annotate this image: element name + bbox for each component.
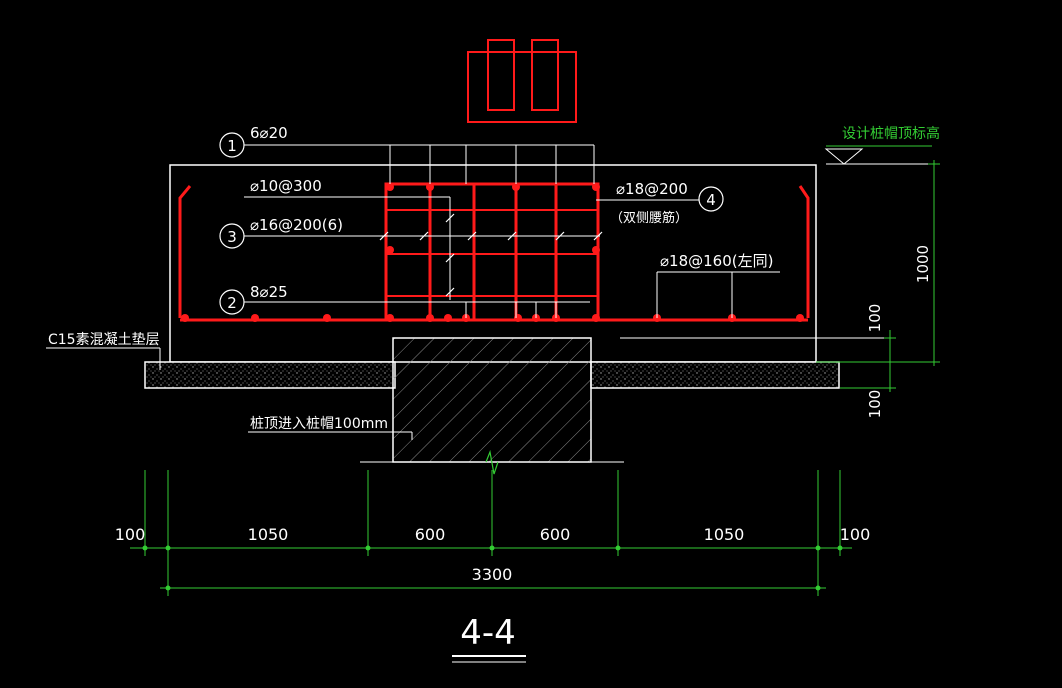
- svg-text:4: 4: [706, 191, 716, 209]
- dim-h-3: 600: [415, 525, 446, 544]
- label-bottom-mesh: ⌀18@160(左同): [660, 252, 773, 270]
- dim-h-5: 1050: [704, 525, 745, 544]
- callout-4: 4: [698, 186, 724, 212]
- callout-1: 1: [219, 132, 245, 158]
- label-bottom-bars: 8⌀25: [250, 283, 288, 301]
- label-top-elevation: 设计桩帽顶标高: [842, 125, 940, 142]
- rebar-dots: [181, 183, 804, 322]
- dim-h-4: 600: [540, 525, 571, 544]
- label-cushion: C15素混凝土垫层: [48, 332, 160, 348]
- label-top-bars: 6⌀20: [250, 124, 288, 142]
- dim-h-1: 100: [115, 525, 146, 544]
- svg-text:2: 2: [227, 294, 237, 312]
- dim-h-2: 1050: [248, 525, 289, 544]
- label-stirrup: ⌀10@300: [250, 177, 322, 195]
- label-side-bars: ⌀18@200: [616, 180, 688, 198]
- dim-height: 1000: [914, 245, 932, 283]
- dim-cover: 100: [866, 304, 884, 333]
- svg-text:3: 3: [227, 228, 237, 246]
- dim-h-6: 100: [840, 525, 871, 544]
- callout-3: 3: [219, 223, 245, 249]
- column-stub: [467, 39, 577, 123]
- label-side-bars-note: （双侧腰筋）: [610, 210, 688, 226]
- dimension-ticks: [142, 545, 843, 591]
- label-pile-note: 桩顶进入桩帽100mm: [250, 415, 388, 432]
- callout-2: 2: [219, 289, 245, 315]
- svg-text:4-4: 4-4: [460, 613, 516, 653]
- label-middle-bars: ⌀16@200(6): [250, 216, 343, 234]
- section-title: 4-4: [452, 613, 526, 663]
- svg-text:1: 1: [227, 137, 237, 155]
- dim-total: 3300: [472, 565, 513, 584]
- rebar-cage: [178, 182, 810, 322]
- cushion-layer: [144, 361, 840, 389]
- elevation-marker: 设计桩帽顶标高: [824, 125, 940, 165]
- pile: [360, 337, 624, 475]
- dim-cushion: 100: [866, 390, 884, 419]
- leader-lines: [46, 144, 895, 440]
- vertical-dimensions: [816, 160, 940, 392]
